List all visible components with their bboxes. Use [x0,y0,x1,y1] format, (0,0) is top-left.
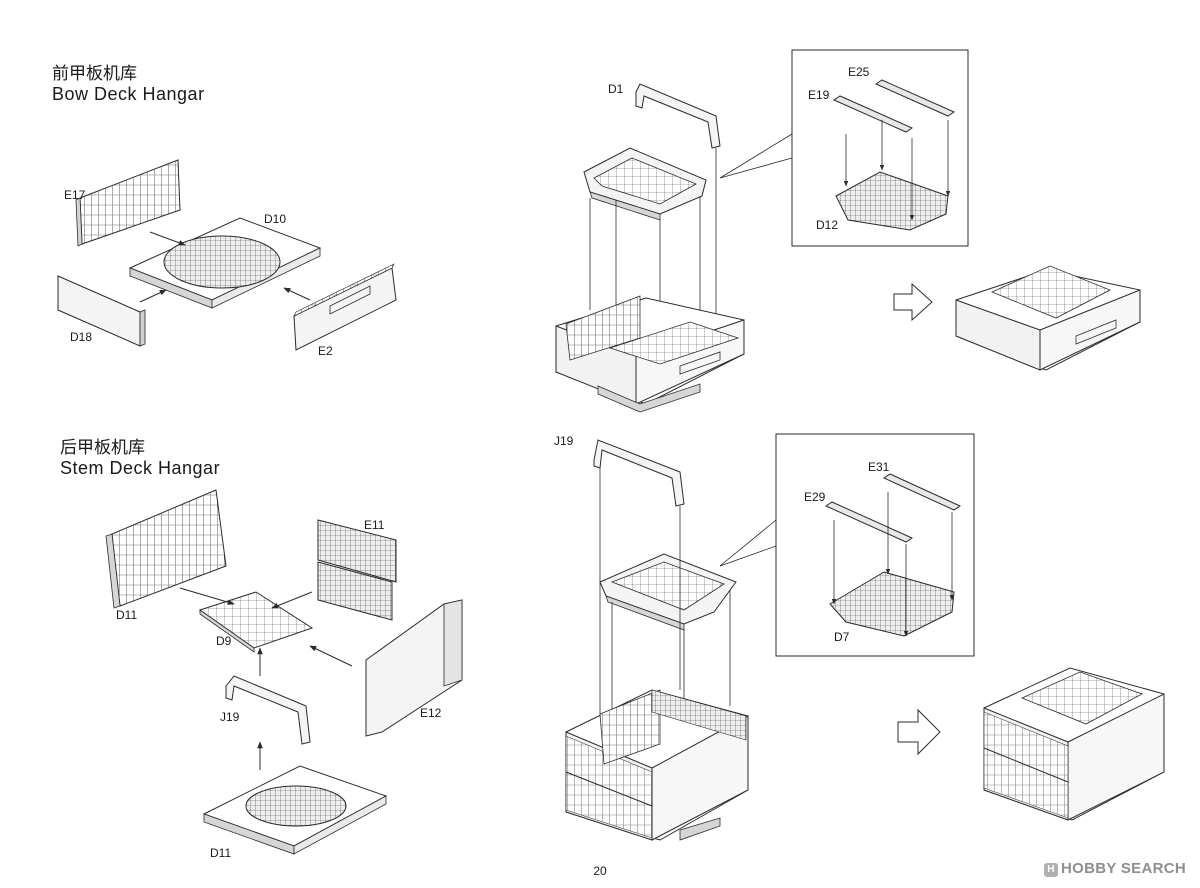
label-d18: D18 [70,330,93,344]
bow-section-title: 前甲板机库 Bow Deck Hangar [52,64,205,106]
bow-part-d1-frame [635,83,721,149]
label-j19-left: J19 [220,710,240,724]
stem-part-e11 [317,519,397,621]
bow-result-arrow [893,282,933,322]
stem-part-d11-deck [202,765,388,855]
label-e12: E12 [420,706,442,720]
stem-assembled-hangar [983,667,1165,821]
page-number: 20 [593,864,607,878]
bow-guide-lines [589,148,717,350]
bow-part-d10 [128,217,322,309]
label-e31: E31 [868,460,890,474]
stem-result-arrow [897,708,941,756]
label-d11-top: D11 [116,608,138,622]
label-d9: D9 [216,634,232,648]
bow-part-e17 [75,159,181,247]
stem-part-e12 [365,599,463,737]
bow-part-d18 [57,275,146,347]
label-e19: E19 [808,88,830,102]
stem-hangar-box [565,689,749,841]
bow-detail-callout [719,49,969,247]
label-j19-right: J19 [554,434,574,448]
stem-title-en: Stem Deck Hangar [60,458,221,479]
watermark-text: HOBBY SEARCH [1060,860,1186,877]
label-d12: D12 [816,218,839,232]
label-e25: E25 [848,65,870,79]
label-e17: E17 [64,188,86,202]
stem-detail-callout [719,433,975,657]
stem-part-d9 [198,591,314,653]
stem-section-title: 后甲板机库 Stem Deck Hangar [60,438,220,480]
stem-part-j19-frame [593,439,685,507]
bow-lift-deck [583,147,707,221]
stem-title-cn: 后甲板机库 [60,438,145,458]
stem-lift-deck [599,553,737,631]
label-d11-bottom: D11 [210,846,232,860]
stem-part-j19 [225,675,311,745]
label-e11: E11 [364,518,385,532]
bow-title-en: Bow Deck Hangar [52,84,205,105]
label-d7: D7 [834,630,850,644]
watermark-logo-icon: H [1043,863,1058,877]
bow-title-cn: 前甲板机库 [52,64,137,84]
label-d1: D1 [608,82,624,96]
stem-part-d11-wall [105,489,227,609]
label-e2: E2 [318,344,333,358]
bow-assembled-hangar [955,265,1141,371]
label-d10: D10 [264,212,287,226]
bow-part-e2 [293,263,397,351]
label-e29: E29 [804,490,826,504]
bow-hangar-box [555,295,745,413]
